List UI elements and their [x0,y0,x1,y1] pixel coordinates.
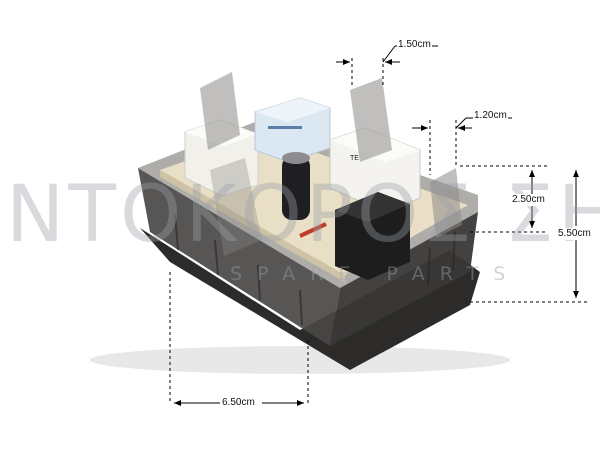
floor-shadow [90,346,510,374]
resistor [299,222,327,238]
dimension-inner-height: 2.50cm [511,194,546,206]
capacitor [282,156,310,220]
tab-right [430,168,462,238]
relay-black-top [335,192,410,222]
housing-ribs [174,214,456,326]
dimension-width-top: 1.50cm [397,39,432,51]
dimension-arrows [174,59,579,406]
capacitor-top [282,152,310,164]
dimension-side-tab: 1.20cm [473,110,508,122]
relay-blue-label [268,126,302,129]
watermark-subtitle: SPARE PARTS [230,263,521,285]
tab-left [200,72,240,150]
tab-center [350,78,392,162]
relay-te-brand: TE [350,155,359,162]
housing-left-wall [138,168,340,346]
dimension-total-height: 5.50cm [557,228,592,240]
base-plate [140,228,480,370]
housing-right-wall [330,212,478,346]
tab-front-left [210,158,262,256]
relay-blue-top [255,98,330,122]
dimension-base-width: 6.50cm [221,397,256,409]
watermark-brand: ΝΤΟΚΟΡΟΣ ΣΗΣ [6,170,600,260]
circuit-board-edge [160,170,345,282]
